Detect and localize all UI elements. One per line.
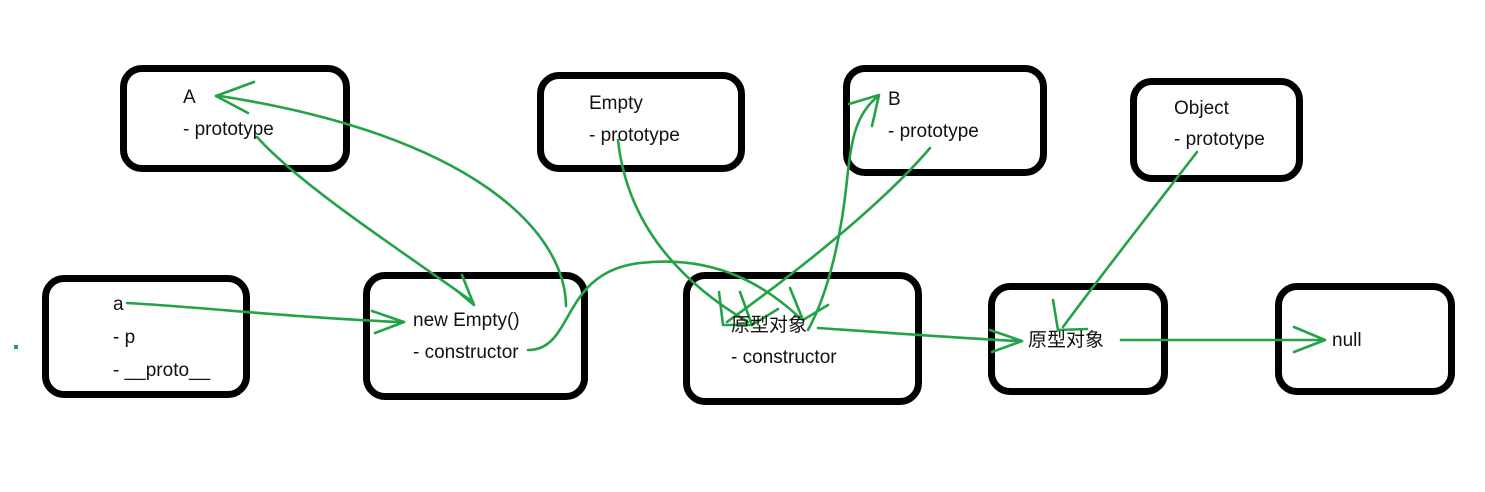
node-box-null[interactable]: [1275, 283, 1455, 395]
node-box-ctor-b[interactable]: [843, 65, 1047, 176]
node-box-ctor-a[interactable]: [120, 65, 350, 172]
node-box-ctor-object[interactable]: [1130, 78, 1303, 182]
node-box-a[interactable]: [42, 275, 250, 398]
node-box-proto-object[interactable]: [988, 283, 1168, 395]
ink-dot: [14, 345, 18, 349]
node-box-ctor-empty[interactable]: [537, 72, 745, 172]
node-box-new-empty[interactable]: [363, 272, 588, 400]
node-box-proto-a[interactable]: [683, 272, 922, 405]
